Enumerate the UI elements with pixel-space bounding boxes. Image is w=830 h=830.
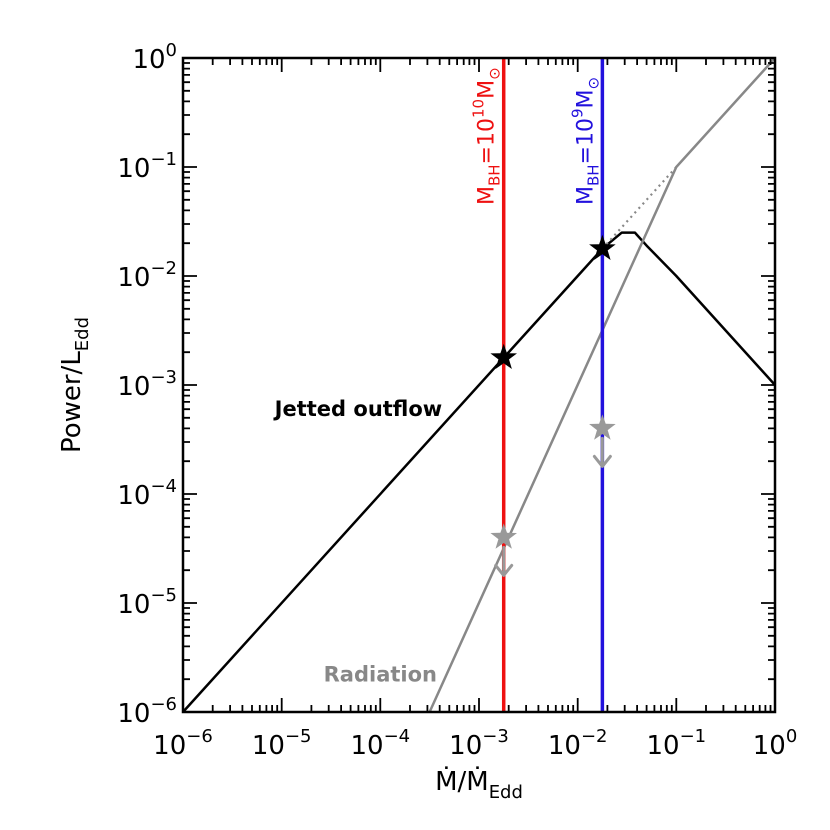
x-axis-title-main: Ṁ/Ṁ — [435, 765, 489, 797]
x-tick-label: 10−2 — [548, 726, 608, 761]
tick-exponent: 0 — [786, 726, 797, 747]
tick-base: 10 — [117, 481, 150, 511]
upper-limit-arrow-4 — [592, 436, 612, 468]
tick-exponent: −6 — [186, 726, 213, 747]
vertical-line-label-2: MBH=109M⊙ — [568, 77, 602, 205]
y-tick-label: 100 — [132, 40, 177, 75]
y-tick-label: 10−5 — [117, 585, 177, 620]
x-axis-title-sub: Edd — [489, 782, 523, 803]
tick-exponent: −1 — [680, 726, 707, 747]
y-axis-title-sub: Edd — [72, 317, 93, 351]
star-marker-4 — [589, 414, 616, 440]
vline-label-sup: 10 — [470, 99, 488, 118]
tick-exponent: −5 — [150, 585, 177, 606]
vline-label-tail: M — [573, 89, 598, 108]
vline-label-sub: BH — [584, 164, 602, 186]
tick-base: 10 — [548, 731, 581, 761]
tick-base: 10 — [252, 731, 285, 761]
star-marker-1 — [490, 343, 517, 369]
tick-base: 10 — [117, 590, 150, 620]
x-tick-label: 10−4 — [351, 726, 411, 761]
tick-exponent: −3 — [150, 367, 177, 388]
tick-base: 10 — [117, 372, 150, 402]
star-marker-2 — [589, 234, 616, 260]
annotation-jetted-outflow: Jetted outflow — [273, 397, 443, 421]
vline-label-rest: =10 — [475, 118, 500, 164]
vline-label-tail: M — [475, 80, 500, 99]
plot-marks: MBH=1010M⊙MBH=109M⊙Jetted outflowRadiati… — [182, 57, 776, 713]
x-tick-label: 10−1 — [647, 726, 707, 761]
tick-exponent: −4 — [384, 726, 411, 747]
tick-base: 10 — [449, 731, 482, 761]
tick-base: 10 — [153, 731, 186, 761]
x-tick-label: 100 — [753, 726, 798, 761]
tick-exponent: −4 — [150, 476, 177, 497]
y-tick-label: 10−6 — [117, 694, 177, 729]
x-axis-title: Ṁ/ṀEdd — [435, 765, 523, 803]
y-tick-label: 10−4 — [117, 476, 177, 511]
x-tick-label: 10−6 — [153, 726, 213, 761]
tick-exponent: 0 — [166, 40, 177, 61]
series-line-jetted-outflow — [182, 231, 776, 713]
annotation-radiation: Radiation — [324, 663, 437, 687]
upper-limit-arrow-3 — [494, 545, 514, 577]
vline-label-rest: =10 — [573, 118, 598, 164]
star-marker-3 — [490, 523, 517, 549]
dotted-extension-line — [601, 166, 678, 250]
tick-exponent: −5 — [285, 726, 312, 747]
tick-base: 10 — [117, 154, 150, 184]
y-tick-label: 10−3 — [117, 367, 177, 402]
tick-exponent: −6 — [150, 694, 177, 715]
vertical-line-label-1: MBH=1010M⊙ — [470, 67, 504, 205]
x-tick-label: 10−3 — [449, 726, 509, 761]
series-line-radiation — [428, 57, 776, 713]
vline-label-sun: ⊙ — [584, 77, 602, 90]
y-tick-label: 10−2 — [117, 258, 177, 293]
tick-exponent: −3 — [482, 726, 509, 747]
vline-label-main: M — [475, 186, 500, 205]
vline-label-sub: BH — [486, 164, 504, 186]
y-axis-title: Power/LEdd — [57, 317, 93, 453]
axis-ticks — [182, 58, 775, 713]
tick-exponent: −1 — [150, 149, 177, 170]
vline-label-main: M — [573, 186, 598, 205]
tick-base: 10 — [753, 731, 786, 761]
vline-label-sun: ⊙ — [486, 67, 504, 80]
tick-base: 10 — [117, 699, 150, 729]
tick-base: 10 — [132, 45, 165, 75]
tick-base: 10 — [117, 263, 150, 293]
x-tick-label: 10−5 — [252, 726, 312, 761]
y-axis-title-main: Power/L — [57, 351, 87, 453]
tick-base: 10 — [351, 731, 384, 761]
y-tick-label: 10−1 — [117, 149, 177, 184]
tick-exponent: −2 — [150, 258, 177, 279]
vline-label-sup: 9 — [568, 108, 586, 118]
tick-exponent: −2 — [581, 726, 608, 747]
tick-base: 10 — [647, 731, 680, 761]
